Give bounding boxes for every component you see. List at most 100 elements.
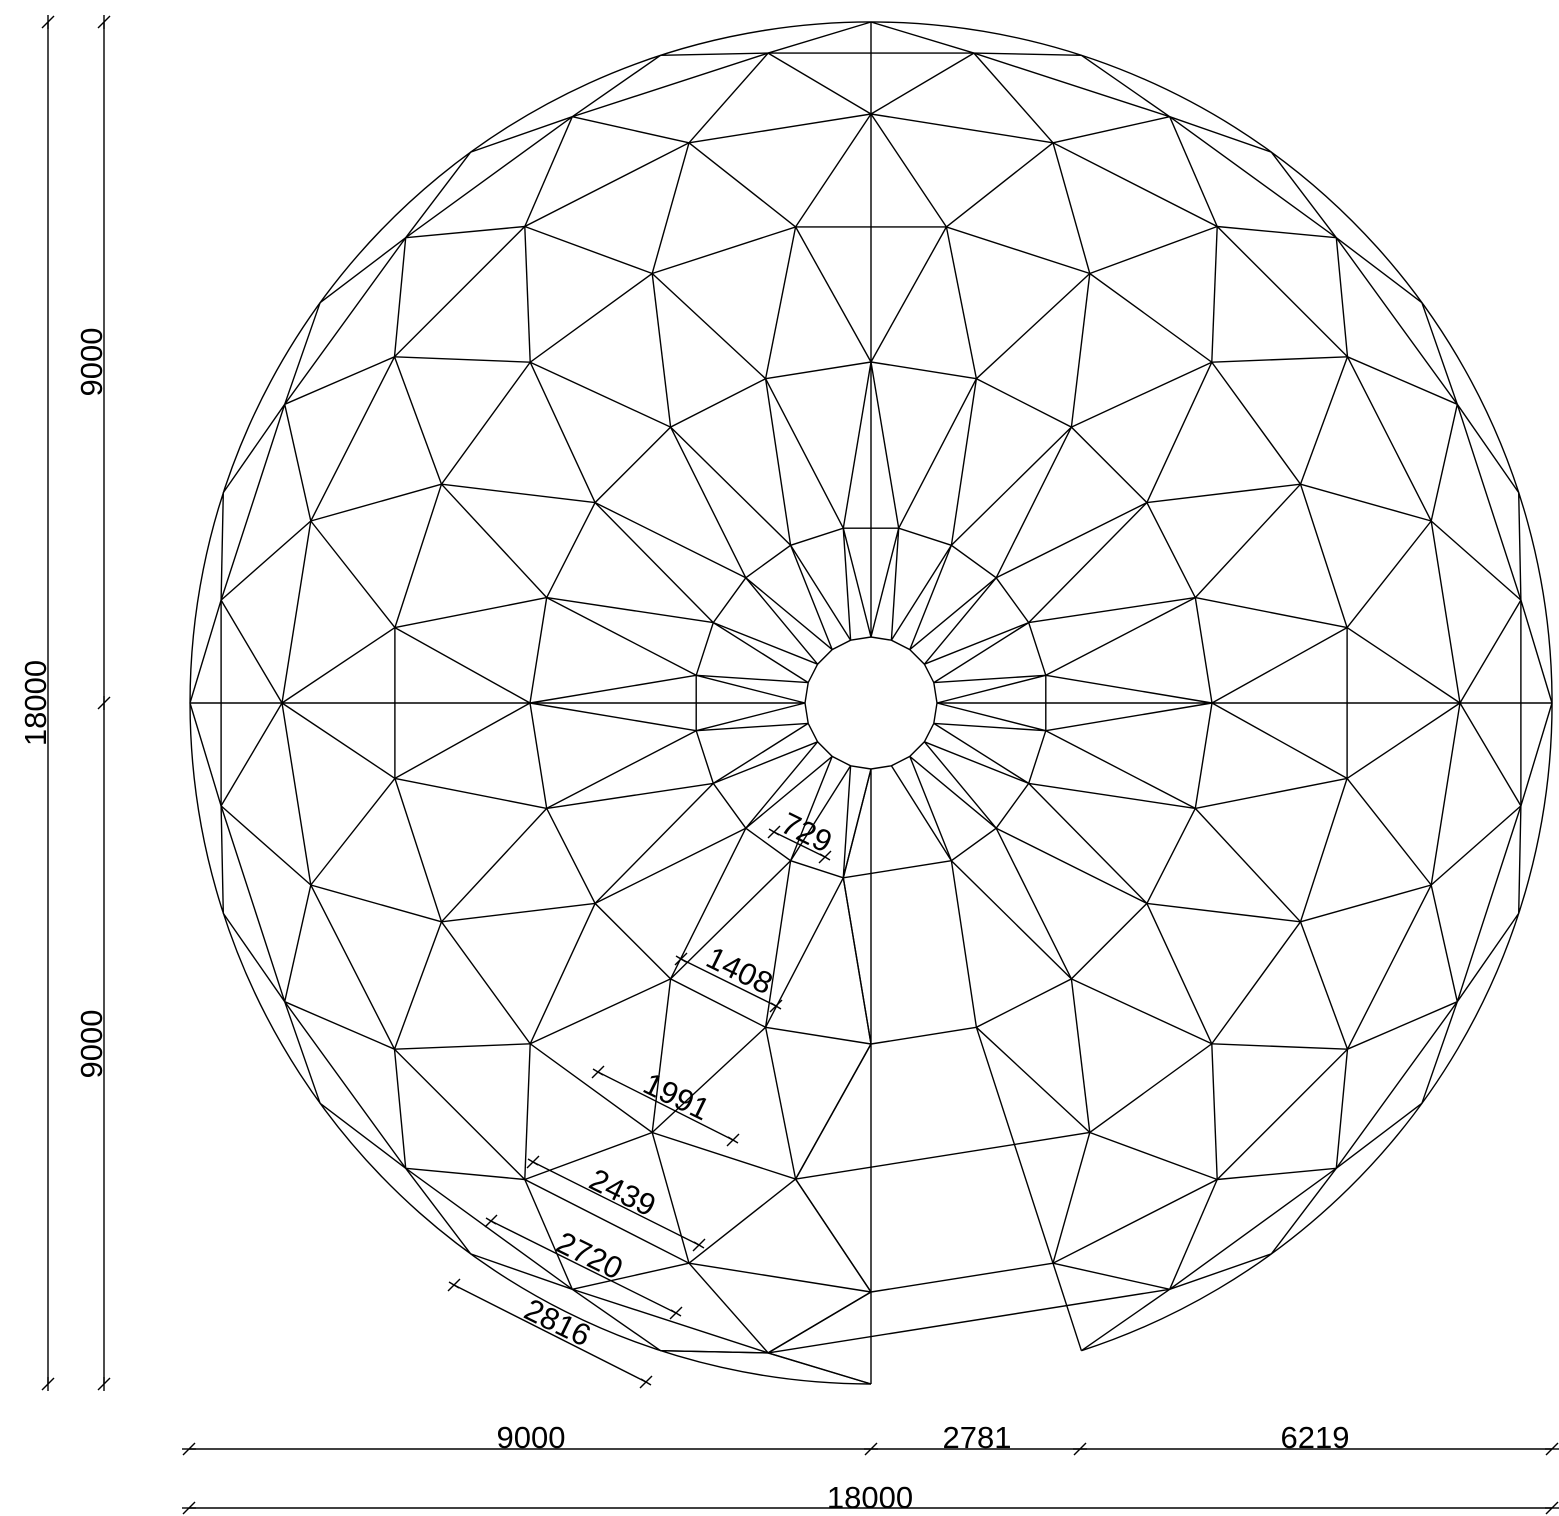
frame-member [1081,54,1171,118]
frame-member [890,544,952,641]
frame-member [1070,273,1091,428]
frame-member [1146,902,1301,923]
frame-member [1456,403,1520,493]
frame-member [870,52,975,115]
frame-member [924,741,1029,785]
frame-member [1335,1049,1349,1169]
frame-member [405,1167,472,1255]
frame-member [950,378,978,546]
frame-member [1459,599,1522,704]
frame-member [1520,702,1553,807]
frame-member [995,827,1148,905]
frame-member [1335,237,1349,357]
frame-member [1146,361,1213,503]
frame-member [594,827,747,905]
frame-member [1518,492,1522,601]
frame-member [1346,777,1432,886]
frame-member [923,741,997,829]
frame-member [1346,702,1461,779]
frame-member [1071,361,1213,428]
dim-line-radial [773,831,826,858]
frame-member [696,722,809,732]
frame-member [1430,404,1458,522]
frame-member [670,860,792,980]
dim-bottom-6219: 6219 [1281,1420,1350,1455]
frame-member [284,884,312,1002]
frame-member [789,545,833,650]
frame-member [1195,596,1348,629]
frame-member [281,702,396,779]
frame-member [1028,502,1148,624]
frame-member [909,756,953,861]
frame-member [284,1001,321,1104]
frame-member [394,777,547,810]
frame-member [1421,1001,1458,1104]
frame-member [669,827,747,980]
dim-left-9000-upper: 9000 [74,328,109,397]
opening-edge [975,1027,1083,1351]
frame-member [870,361,900,529]
frame-member [310,777,396,886]
frame-member [688,1262,769,1354]
frame-member [1146,903,1213,1045]
frame-member [1052,1262,1170,1290]
frame-member [975,1026,1091,1134]
frame-member [1028,596,1196,624]
dim-radial-1408: 1408 [701,940,778,1002]
dim-tick [819,853,831,861]
frame-member [1430,520,1522,601]
frame-member [842,765,852,878]
frame-member [189,702,222,807]
frame-member [441,902,596,923]
frame-member [1089,1131,1218,1181]
frame-member [1089,225,1218,275]
frame-member [1070,978,1091,1133]
frame-member [1459,702,1522,807]
frame-member [1421,302,1458,405]
frame-member [660,1350,769,1354]
frame-member [713,741,818,785]
frame-member [529,903,596,1045]
frame-member [651,1026,767,1134]
frame-member [546,730,697,810]
frame-member [870,113,947,228]
frame-member [713,621,818,665]
frame-member [524,225,653,275]
frame-member [767,1291,872,1354]
frame-member [660,52,769,56]
frame-member [1211,1043,1218,1180]
frame-member [220,492,224,601]
frame-member [995,426,1073,579]
frame-member [440,483,548,599]
frame-member [222,913,286,1003]
frame-member [651,1132,690,1264]
frame-member [319,237,407,304]
frame-member [1430,805,1522,886]
dimension-lines [41,15,1559,1515]
frame-member [696,674,809,684]
frame-member [1520,599,1553,704]
dome-geodesic-frame [189,21,1553,1385]
frame-member [688,142,797,228]
inner-compression-ring [804,636,938,770]
frame-member [651,272,767,380]
frame-member [1270,151,1337,239]
frame-member [1052,142,1091,274]
frame-member [1045,702,1213,732]
frame-member [898,378,978,529]
frame-member [1052,116,1170,144]
frame-member [546,596,714,624]
frame-member [933,674,1046,684]
frame-member [1456,913,1520,1003]
frame-member [1045,674,1213,704]
frame-member [745,755,833,829]
frame-member [870,21,975,54]
frame-member [529,361,596,503]
frame-member [529,978,671,1045]
frame-member [651,142,690,274]
frame-member [1052,1132,1091,1264]
frame-member [284,404,312,522]
frame-member [1146,483,1301,504]
frame-member [651,978,672,1133]
dim-bottom-2781: 2781 [943,1420,1012,1455]
